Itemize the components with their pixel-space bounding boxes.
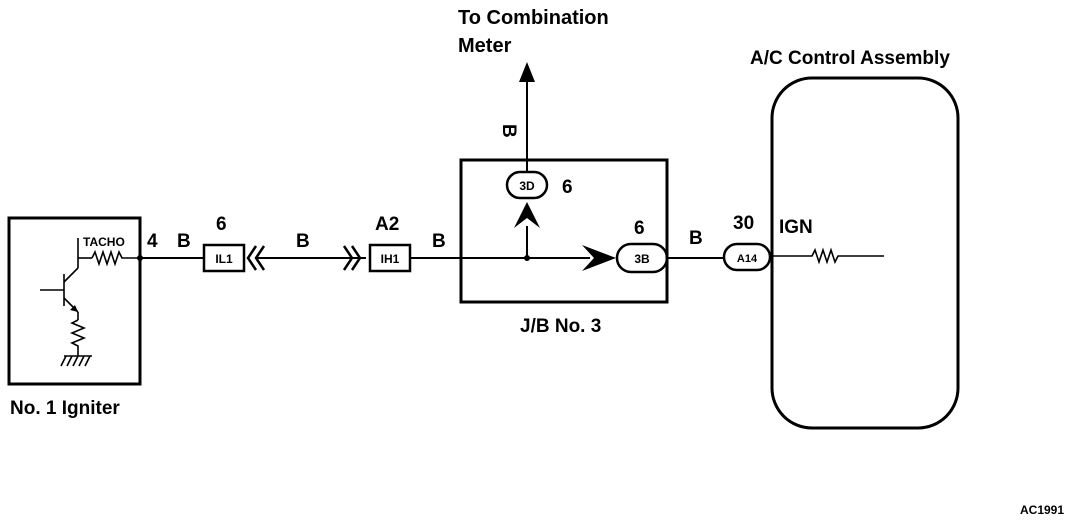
- jb-box: [459, 158, 669, 304]
- igniter-label: No. 1 Igniter: [10, 398, 120, 419]
- figure-code: AC1991: [1020, 503, 1064, 517]
- wire-color-up: B: [498, 124, 519, 138]
- igniter-pin-label: 4: [147, 231, 158, 252]
- a14-label: A14: [737, 253, 758, 265]
- a14-pin-label: 30: [733, 213, 754, 234]
- igniter-box: [7, 216, 142, 386]
- ign-resistor-icon: [770, 247, 884, 265]
- wire-color-3: B: [432, 231, 446, 252]
- ih1-label: IH1: [381, 252, 400, 266]
- combination-meter-label-1: To Combination: [458, 7, 609, 29]
- tacho-resistor-icon: [91, 249, 140, 267]
- ac-control-label: A/C Control Assembly: [750, 48, 950, 69]
- ac-control-box: [770, 76, 960, 430]
- b3-pin-label: 6: [634, 218, 645, 239]
- ign-label: IGN: [779, 217, 813, 238]
- chevron-up-icon: [514, 202, 540, 228]
- ground-icon: [60, 355, 92, 367]
- emitter-resistor-icon: [69, 319, 87, 356]
- ih1-pin-label: A2: [375, 214, 399, 235]
- connector-il1: IL1 6: [202, 214, 266, 273]
- wire-color-1: B: [177, 231, 191, 252]
- tacho-label: TACHO: [83, 235, 125, 249]
- connector-a14: A14 30: [722, 213, 772, 272]
- connector-3b: 3B 6: [615, 218, 669, 274]
- junction-block: J/B No. 3 3D 6 3B 6: [459, 158, 669, 337]
- connector-ih1: IH1 A2: [342, 214, 412, 273]
- chevron-right-icon: [582, 245, 616, 271]
- il1-label: IL1: [215, 252, 233, 266]
- wire-color-4: B: [689, 228, 703, 249]
- connector-3d: 3D 6: [505, 170, 573, 200]
- b3-label: 3B: [634, 252, 650, 266]
- d3-pin-label: 6: [562, 177, 573, 198]
- combination-meter-label-2: Meter: [458, 35, 512, 57]
- jb-label: J/B No. 3: [520, 316, 601, 337]
- wire-color-2: B: [296, 231, 310, 252]
- d3-label: 3D: [519, 179, 535, 193]
- igniter-component: TACHO No. 1 Igniter: [7, 216, 142, 419]
- arrow-up-icon: [519, 62, 535, 82]
- il1-pin-label: 6: [216, 214, 227, 235]
- ac-control-assembly: A/C Control Assembly IGN: [750, 48, 960, 430]
- transistor-icon: [40, 238, 92, 320]
